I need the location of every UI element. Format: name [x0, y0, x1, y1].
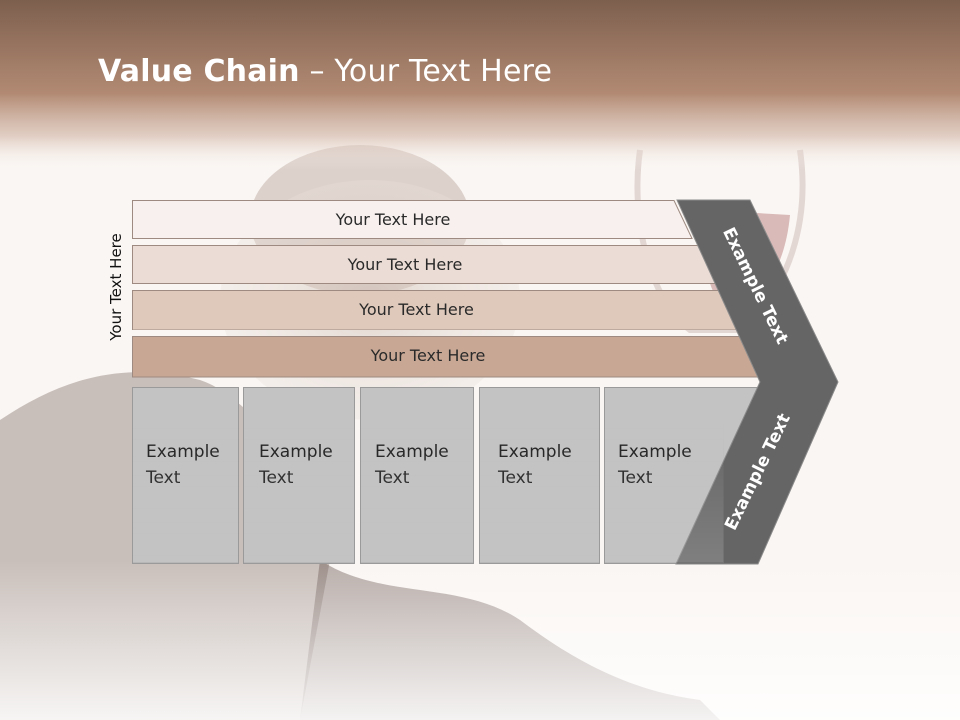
slide-title: Value Chain – Your Text Here — [98, 54, 552, 89]
margin-chevron — [675, 199, 839, 565]
activity-line2: Text — [498, 465, 572, 491]
activity-line1: Example — [146, 439, 220, 465]
activity-line2: Text — [259, 465, 333, 491]
support-band-1: Your Text Here — [132, 200, 694, 239]
support-band-4: Your Text Here — [132, 336, 764, 378]
title-rest: – Your Text Here — [299, 54, 553, 89]
activity-line1: Example — [375, 439, 449, 465]
support-band-label: Your Text Here — [335, 209, 451, 229]
activity-line1: Example — [259, 439, 333, 465]
support-band-2: Your Text Here — [132, 245, 718, 284]
support-band-label: Your Text Here — [359, 299, 474, 319]
title-bold: Value Chain — [98, 54, 300, 89]
reflection — [132, 387, 772, 563]
activity-line2: Text — [618, 465, 692, 491]
activity-line1: Example — [618, 439, 692, 465]
side-label: Your Text Here — [107, 233, 125, 341]
support-band-label: Your Text Here — [347, 254, 463, 274]
activity-line1: Example — [498, 439, 572, 465]
activity-line2: Text — [146, 465, 220, 491]
support-band-3: Your Text Here — [132, 290, 741, 330]
activity-line2: Text — [375, 465, 449, 491]
support-band-label: Your Text Here — [370, 345, 486, 365]
